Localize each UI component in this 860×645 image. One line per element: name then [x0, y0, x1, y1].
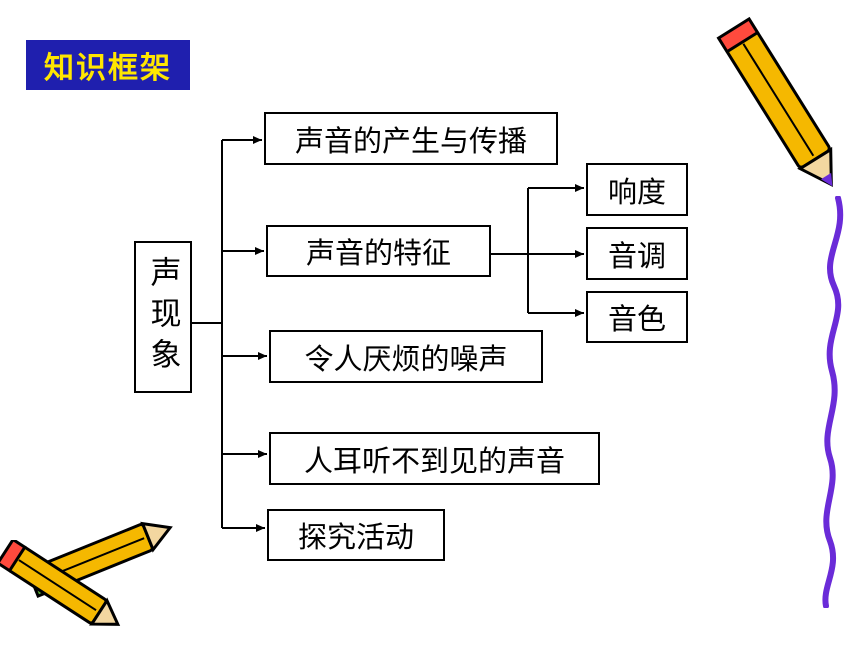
root-node: 声现象	[134, 241, 192, 393]
child-node: 响度	[586, 163, 688, 216]
pencil-icon	[0, 540, 121, 626]
branch-node: 令人厌烦的噪声	[269, 330, 543, 383]
branch-node: 声音的产生与传播	[264, 112, 558, 165]
branch-node: 人耳听不到见的声音	[269, 432, 600, 485]
child-node: 音调	[586, 227, 688, 280]
child-node: 音色	[586, 291, 688, 343]
squiggle-line	[822, 196, 844, 608]
branch-node: 声音的特征	[266, 225, 491, 277]
section-title: 知识框架	[26, 40, 190, 90]
pencil-icon	[716, 16, 833, 188]
branch-node: 探究活动	[267, 509, 445, 561]
